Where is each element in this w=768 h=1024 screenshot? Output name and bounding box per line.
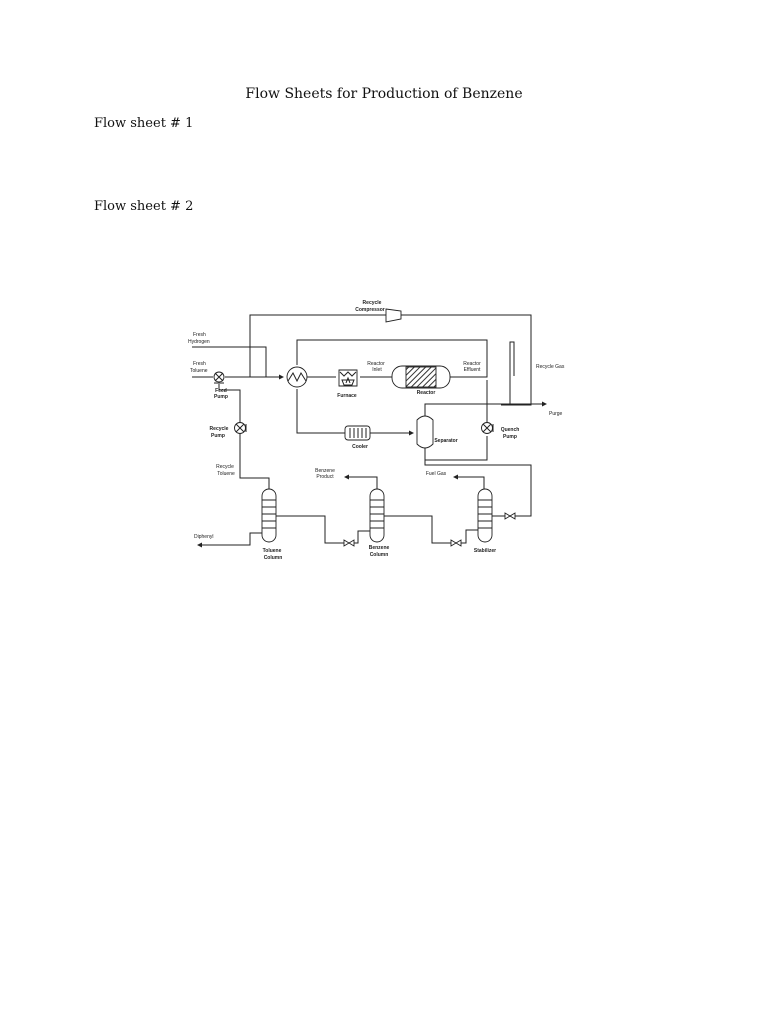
recycle-pump-discharge-line: [218, 384, 241, 422]
reactor-effluent-label-1: Reactor: [463, 361, 481, 367]
feed-effluent-exchanger: [286, 366, 308, 388]
recycle-toluene-line: [239, 434, 270, 490]
cooler: [344, 425, 371, 441]
fresh-hydrogen-line: [192, 346, 267, 377]
recycle-toluene-label-1: Recycle: [216, 464, 234, 470]
diphenyl-line: [197, 532, 264, 548]
toluene-column: [261, 488, 277, 543]
separator-vapor-line: [424, 403, 510, 423]
benzene-to-toluene-line: [276, 515, 344, 544]
quench-pump-label-1: Quench: [501, 427, 520, 433]
benzene-column: [369, 488, 385, 543]
valve-stabilizer-feed: [504, 512, 516, 520]
reactor-inlet-label-1: Reactor: [367, 361, 385, 367]
exchanger-to-cooler-line: [296, 389, 345, 434]
benzene-column-label-2: Column: [370, 552, 389, 558]
recycle-pump-label-2: Pump: [211, 433, 225, 439]
reactor-label: Reactor: [417, 390, 436, 396]
separator: [416, 415, 434, 449]
benzene-product-label-2: Product: [316, 474, 334, 480]
fresh-toluene-label-1: Fresh: [193, 361, 206, 367]
toluene-column-label-1: Toluene: [263, 548, 282, 554]
flow-sheet-1-heading: Flow sheet # 1: [94, 116, 194, 131]
stabilizer: [477, 488, 493, 543]
recycle-toluene-label-2: Toluene: [217, 471, 235, 477]
reactor-inlet-label-2: Inlet: [372, 367, 382, 373]
stabilizer-label: Stabilizer: [474, 548, 496, 554]
separator-label: Separator: [434, 438, 457, 444]
valve-benzene-bottoms: [343, 539, 355, 547]
toluene-column-label-2: Column: [264, 555, 283, 561]
recycle-gas-line: [509, 341, 515, 376]
reactor-effluent-label-2: Effluent: [464, 367, 481, 373]
reactor: [391, 365, 451, 389]
reactor-effluent-line: [296, 339, 488, 378]
feed-pump-label-1: Feed: [215, 388, 227, 394]
feed-pump-label-2: Pump: [214, 394, 228, 400]
separator-liquid-line: [424, 460, 532, 517]
fuel-gas-line: [453, 474, 485, 490]
fuel-gas-label: Fuel Gas: [426, 471, 447, 477]
feed-pump: [213, 371, 225, 384]
fresh-hydrogen-label-2: Hydrogen: [188, 339, 210, 345]
quench-pump: [481, 422, 494, 434]
compressor-outlet-line: [249, 314, 386, 377]
quench-pump-label-2: Pump: [503, 434, 517, 440]
fresh-toluene-label-2: Toluene: [190, 368, 208, 374]
cooler-label: Cooler: [352, 444, 368, 450]
furnace: [338, 369, 358, 387]
compressor-inlet-line: [401, 314, 532, 406]
recycle-gas-label: Recycle Gas: [536, 364, 565, 370]
stabilizer-to-benzene-line: [384, 515, 451, 544]
purge-label: Purge: [549, 411, 563, 417]
fresh-hydrogen-label-1: Fresh: [193, 332, 206, 338]
benzene-column-label-1: Benzene: [369, 545, 390, 551]
recycle-compressor-label-2: Compressor: [355, 307, 385, 313]
document-title: Flow Sheets for Production of Benzene: [245, 86, 523, 102]
recycle-compressor: [385, 308, 402, 323]
stabilizer-bottoms-line: [461, 529, 478, 544]
quench-return-line: [424, 436, 488, 461]
recycle-pump: [234, 422, 247, 434]
flow-sheet-2-heading: Flow sheet # 2: [94, 199, 194, 214]
benzene-product-line: [344, 474, 378, 490]
diphenyl-label: Diphenyl: [194, 534, 213, 540]
recycle-compressor-label-1: Recycle: [363, 300, 382, 306]
benzene-product-label-1: Benzene: [315, 468, 335, 474]
valve-stabilizer-bottoms: [450, 539, 462, 547]
furnace-label: Furnace: [337, 393, 357, 399]
benzene-bottoms-line: [354, 530, 372, 544]
recycle-pump-label-1: Recycle: [210, 426, 229, 432]
